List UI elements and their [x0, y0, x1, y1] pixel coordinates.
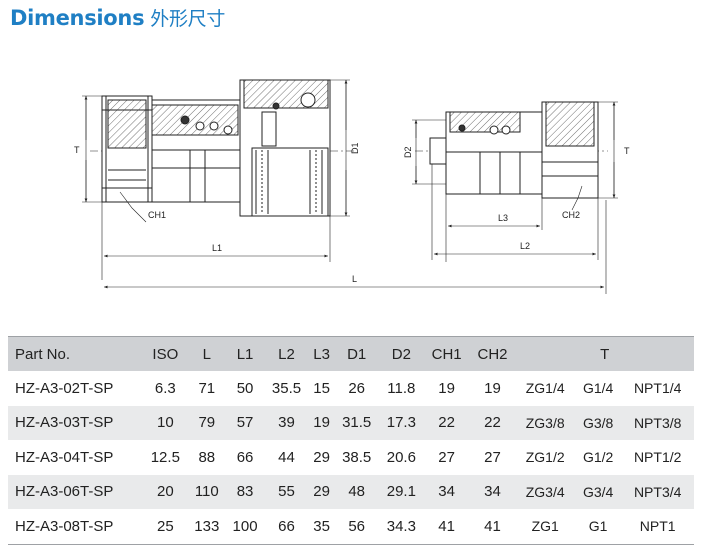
table-cell: ZG1 [531, 518, 559, 535]
table-cell: 29 [313, 448, 330, 466]
table-cell: NPT1 [639, 518, 676, 535]
table-cell: G3/8 [574, 405, 622, 440]
dim-label-l: L [352, 274, 357, 284]
col-header-t: T [515, 336, 694, 371]
table-cell: 22 [469, 405, 516, 440]
table-cell: 55 [264, 474, 309, 509]
table-cell: 133 [194, 517, 220, 535]
table-cell: 12.5 [150, 448, 180, 466]
col-header-l1: L1 [225, 336, 265, 371]
table-cell: G1/4 [582, 380, 614, 397]
col-header-ch1: CH1 [423, 336, 470, 371]
table-cell: G3/4 [574, 474, 622, 509]
table-cell: 19 [308, 405, 335, 440]
table-cell: 17.3 [379, 405, 424, 440]
table-cell: 29 [308, 474, 335, 509]
table-cell: 20.6 [386, 448, 416, 466]
table-cell: 6.3 [154, 379, 176, 397]
col-header-l: L [187, 336, 226, 371]
table-cell: G1 [588, 518, 608, 535]
dim-label-d1: D1 [350, 142, 360, 154]
table-cell: 66 [278, 517, 295, 535]
table-cell: 39 [264, 405, 309, 440]
table-cell: 15 [313, 379, 330, 397]
coupling-technical-drawing: T CH1 L1 L D1 [74, 79, 630, 294]
table-cell: 48 [334, 474, 380, 509]
part-number-cell: HZ-A3-06T-SP [8, 474, 143, 509]
table-row: HZ-A3-04T-SP 12.5 88 66 44 29 38.5 20.6 27 27 ZG1/… [8, 440, 694, 475]
dim-label-t-right: T [624, 146, 630, 156]
table-cell: 57 [225, 405, 265, 440]
table-cell: 100 [232, 517, 258, 535]
table-cell: 19 [438, 379, 455, 397]
table-cell: 27 [484, 448, 501, 466]
table-cell: 110 [187, 474, 226, 509]
col-header-part-no: Part No. [8, 336, 143, 371]
dim-label-l3: L3 [498, 213, 508, 223]
table-cell: 56 [348, 517, 366, 535]
col-header-d1: D1 [334, 336, 380, 371]
title-english: Dimensions [10, 6, 145, 30]
table-cell: 66 [236, 448, 254, 466]
table-cell: 71 [198, 379, 216, 397]
female-coupler-drawing [90, 79, 355, 217]
table-cell: 88 [198, 448, 216, 466]
table-cell: 19 [484, 379, 501, 397]
dim-label-t-left: T [74, 145, 80, 155]
table-header-row: Part No. ISO L L1 L2 L3 D1 D2 CH1 CH2 T [8, 336, 694, 371]
table-cell: ZG1/4 [525, 380, 565, 397]
table-cell: 83 [225, 474, 265, 509]
col-header-l2: L2 [264, 336, 309, 371]
part-number-cell: HZ-A3-03T-SP [8, 405, 143, 440]
dim-label-l2: L2 [520, 241, 530, 251]
part-number-cell: HZ-A3-04T-SP [15, 448, 114, 466]
col-header-l3: L3 [308, 336, 335, 371]
table-row: HZ-A3-08T-SP 25 133 100 66 35 56 34.3 41 41 ZG1 G1 N… [8, 509, 694, 544]
table-cell: 38.5 [342, 448, 372, 466]
table-cell: NPT1/4 [633, 380, 682, 397]
part-number-cell: HZ-A3-02T-SP [15, 379, 114, 397]
table-cell: 25 [156, 517, 174, 535]
table-cell: 44 [278, 448, 295, 466]
table-cell: ZG3/8 [515, 405, 575, 440]
table-cell: 34 [423, 474, 470, 509]
table-cell: 34 [469, 474, 516, 509]
table-cell: G1/2 [582, 449, 614, 466]
table-cell: 35.5 [271, 379, 302, 397]
table-row: HZ-A3-02T-SP 6.3 71 50 35.5 15 26 11.8 19 19 ZG1/4… [8, 371, 694, 406]
table-cell: 79 [187, 405, 226, 440]
col-header-d2: D2 [379, 336, 424, 371]
dim-label-ch2: CH2 [562, 210, 580, 220]
col-header-iso: ISO [143, 336, 188, 371]
table-cell: 50 [236, 379, 254, 397]
table-cell: 10 [143, 405, 188, 440]
table-cell: 41 [438, 517, 455, 535]
table-cell: 26 [348, 379, 366, 397]
male-plug-drawing [415, 101, 608, 199]
table-cell: 31.5 [334, 405, 380, 440]
col-header-ch2: CH2 [469, 336, 516, 371]
table-cell: 11.8 [387, 379, 416, 397]
table-cell: ZG3/4 [515, 474, 575, 509]
part-number-cell: HZ-A3-08T-SP [15, 517, 114, 535]
title-chinese: 外形尺寸 [150, 8, 226, 30]
table-cell: 22 [423, 405, 470, 440]
table-cell: 34.3 [386, 517, 416, 535]
table-cell: ZG1/2 [525, 449, 565, 466]
dim-label-d2: D2 [403, 146, 413, 158]
table-cell: 35 [313, 517, 330, 535]
table-cell: 29.1 [379, 474, 424, 509]
dimensions-table: Part No. ISO L L1 L2 L3 D1 D2 CH1 CH2 T … [8, 336, 694, 545]
table-cell: NPT3/4 [621, 474, 694, 509]
table-cell: NPT3/8 [621, 405, 694, 440]
table-cell: 20 [143, 474, 188, 509]
dim-label-ch1: CH1 [148, 210, 166, 220]
table-cell: 27 [438, 448, 455, 466]
table-cell: 41 [484, 517, 501, 535]
dim-label-l1: L1 [212, 243, 222, 253]
table-cell: NPT1/2 [633, 449, 682, 466]
